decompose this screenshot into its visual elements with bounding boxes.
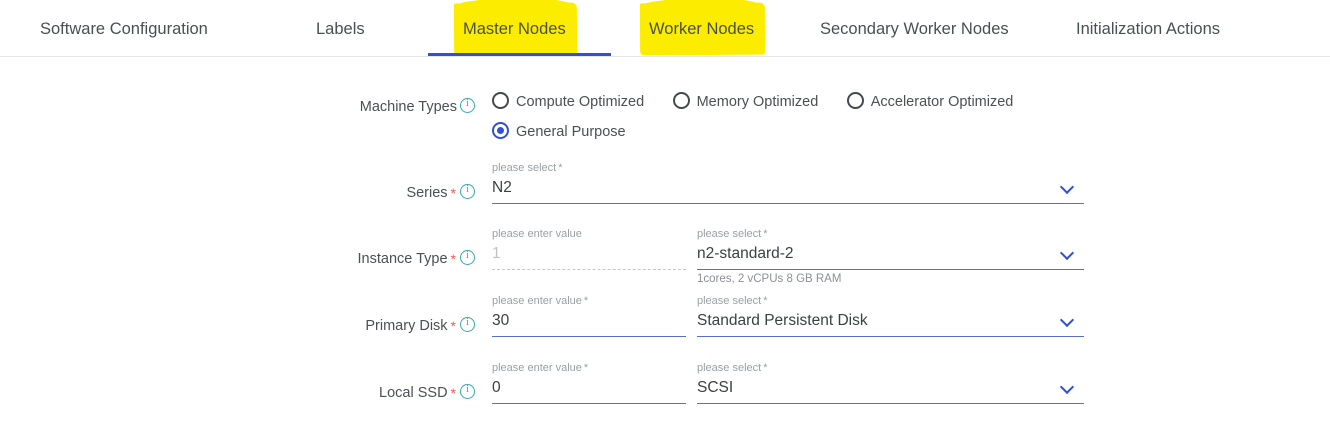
chevron-down-icon[interactable] [1061,181,1074,194]
radio-label: Memory Optimized [696,93,819,110]
field-underline-disabled [492,269,686,270]
radio-compute-optimized[interactable]: Compute Optimized [492,92,645,111]
field-float-label: please select* [492,162,563,174]
chevron-down-icon[interactable] [1061,314,1074,327]
series-value: N2 [492,179,512,196]
tab-label: Initialization Actions [1076,20,1220,38]
local-ssd-interface-value: SCSI [697,379,734,396]
label-text: Local SSD [379,385,448,401]
primary-disk-type-value: Standard Persistent Disk [697,312,868,329]
tab-master-nodes[interactable]: Master Nodes [456,0,572,58]
float-label-asterisk: * [763,295,768,307]
radio-label: Compute Optimized [516,93,645,110]
radio-dot [492,92,509,110]
required-asterisk: * [450,385,456,401]
series-label: Series* [406,182,475,201]
tab-label: Labels [316,20,365,38]
tab-secondary-worker-nodes[interactable]: Secondary Worker Nodes [816,0,1013,56]
required-asterisk: * [450,251,456,267]
tab-labels[interactable]: Labels [312,0,369,56]
tab-worker-nodes[interactable]: Worker Nodes [641,0,761,58]
field-float-label: please select* [697,295,768,307]
local-ssd-label: Local SSD* [379,382,475,401]
radio-dot [846,92,864,110]
radio-label: Accelerator Optimized [870,93,1014,110]
float-label-text: please enter value [492,228,582,240]
radio-row-1: Compute Optimized Memory Optimized Accel… [492,92,1022,111]
field-float-label: please enter value* [492,362,588,374]
active-tab-indicator [428,53,611,56]
float-label-asterisk: * [558,162,563,174]
float-label-asterisk: * [763,228,768,240]
float-label-text: please enter value [492,362,582,374]
info-circle-icon[interactable] [460,383,475,399]
label-text: Machine Types [359,99,457,115]
instance-type-label: Instance Type* [358,248,475,267]
field-underline [492,203,1084,204]
field-underline [697,403,1084,404]
radio-row-2: General Purpose [492,122,635,141]
tab-label: Secondary Worker Nodes [820,20,1009,38]
float-label-asterisk: * [763,362,768,374]
instance-count-value: 1 [492,245,501,262]
tab-label: Software Configuration [40,20,208,38]
float-label-asterisk: * [583,295,589,307]
label-text: Primary Disk [365,318,448,334]
required-asterisk: * [450,185,456,201]
tab-label: Master Nodes [456,0,572,58]
radio-dot-selected [492,122,509,140]
radio-dot [672,92,690,110]
master-nodes-form: Machine Types Compute Optimized Memory O… [0,57,1330,433]
info-circle-icon[interactable] [460,97,475,113]
field-underline [492,403,686,404]
tab-initialization-actions[interactable]: Initialization Actions [1072,0,1224,56]
field-underline [697,269,1084,270]
chevron-down-icon[interactable] [1061,381,1074,394]
field-float-label: please enter value* [492,295,588,307]
tab-bar: Software Configuration Labels Master Nod… [0,0,1330,57]
radio-label: General Purpose [516,123,626,140]
radio-accelerator-optimized[interactable]: Accelerator Optimized [846,92,1014,111]
chevron-down-icon[interactable] [1061,247,1074,260]
local-ssd-count-value: 0 [492,379,501,396]
float-label-text: please select [697,295,762,307]
info-circle-icon[interactable] [460,316,475,332]
instance-type-helper-text: 1cores, 2 vCPUs 8 GB RAM [697,273,842,285]
float-label-text: please select [697,362,762,374]
float-label-text: please select [697,228,762,240]
primary-disk-size-value: 30 [492,312,510,329]
info-circle-icon[interactable] [460,249,475,265]
float-label-text: please select [492,162,557,174]
field-float-label: please select* [697,362,768,374]
label-text: Instance Type [357,251,448,267]
field-float-label: please enter value [492,228,584,240]
primary-disk-label: Primary Disk* [365,315,475,334]
required-asterisk: * [450,318,456,334]
tab-label: Worker Nodes [641,0,761,58]
field-underline [492,336,686,337]
tab-software-configuration[interactable]: Software Configuration [36,0,212,56]
radio-memory-optimized[interactable]: Memory Optimized [672,92,819,111]
field-underline [697,336,1084,337]
float-label-asterisk: * [583,362,589,374]
radio-general-purpose[interactable]: General Purpose [492,122,626,141]
machine-types-label: Machine Types [360,96,475,115]
instance-type-value: n2-standard-2 [697,245,794,262]
field-float-label: please select* [697,228,768,240]
info-circle-icon[interactable] [460,183,475,199]
label-text: Series [406,185,448,201]
float-label-text: please enter value [492,295,582,307]
